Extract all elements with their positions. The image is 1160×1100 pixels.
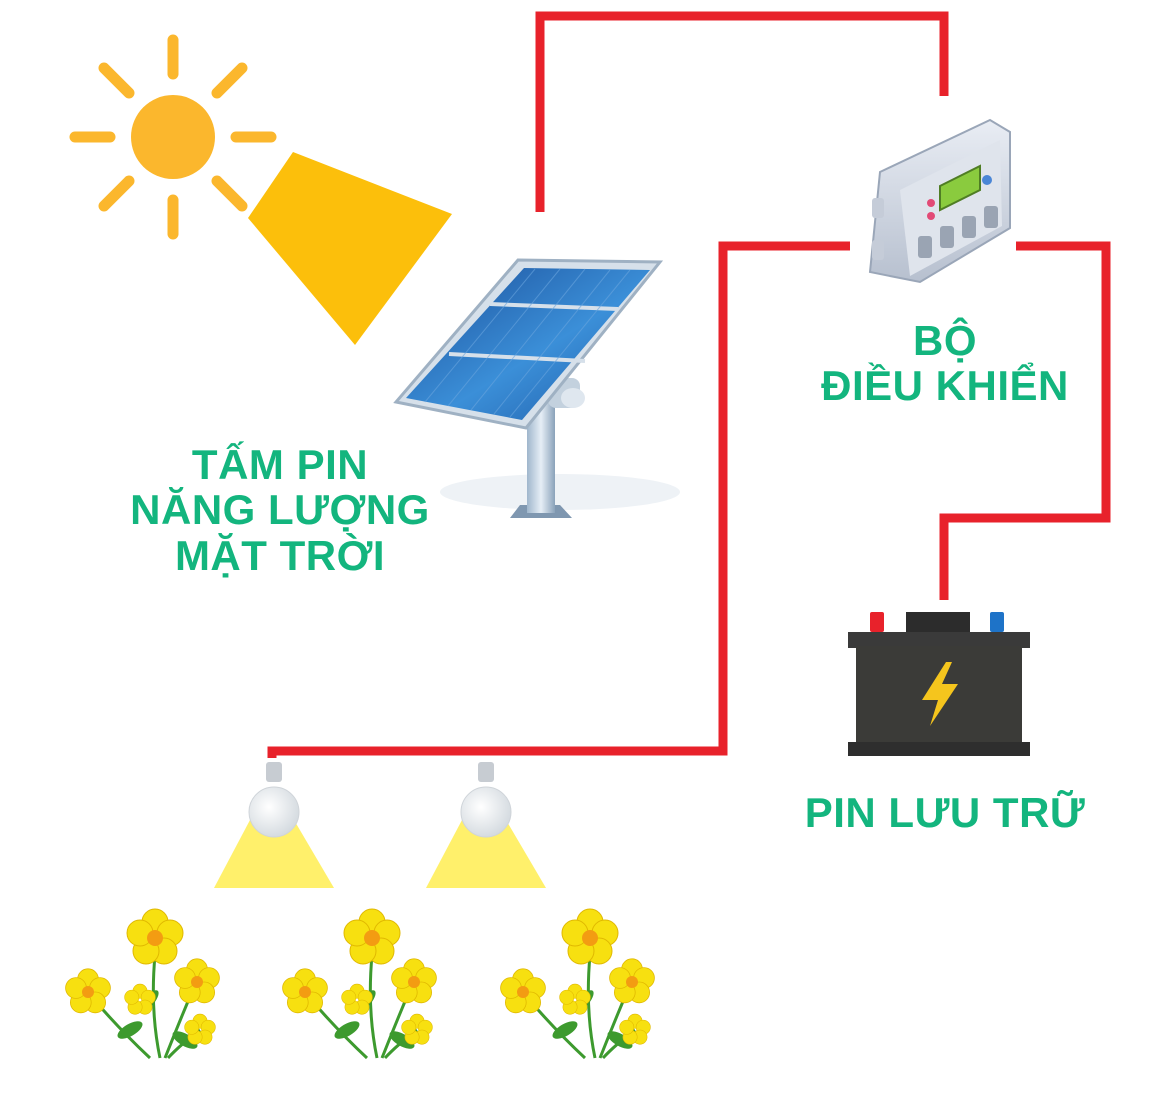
- wire-controller-to-lights: [267, 241, 850, 758]
- controller-label-line-2: ĐIỀU KHIỂN: [821, 362, 1069, 410]
- wiring: [267, 11, 1111, 758]
- wire-controller-to-battery: [939, 241, 1111, 600]
- wire-panel-to-controller: [535, 11, 949, 212]
- sunlight-beam: [248, 152, 452, 345]
- solar-panel-label: TẤM PIN NĂNG LƯỢNG MẶT TRỜI: [70, 442, 490, 578]
- flower-bush-icon: [65, 908, 220, 1060]
- flower-bush-icon: [500, 908, 655, 1060]
- solar-panel-label-line-3: MẶT TRỜI: [174, 531, 386, 579]
- light-bulb-icon: [426, 762, 546, 888]
- sun-icon: [69, 34, 277, 240]
- controller-label-line-1: BỘ: [913, 317, 977, 364]
- battery-icon: [848, 612, 1030, 756]
- battery-label-line-1: PIN LƯU TRỮ: [804, 789, 1086, 836]
- controller-label: BỘ ĐIỀU KHIỂN: [790, 318, 1100, 409]
- flower-bush-icon: [282, 908, 437, 1060]
- solar-panel-icon: [393, 258, 680, 518]
- charge-controller-icon: [868, 118, 1011, 284]
- solar-panel-label-line-1: TẤM PIN: [191, 441, 369, 488]
- light-bulb-icon: [214, 762, 334, 888]
- battery-label: PIN LƯU TRỮ: [770, 789, 1120, 836]
- solar-panel-label-line-2: NĂNG LƯỢNG: [130, 486, 430, 534]
